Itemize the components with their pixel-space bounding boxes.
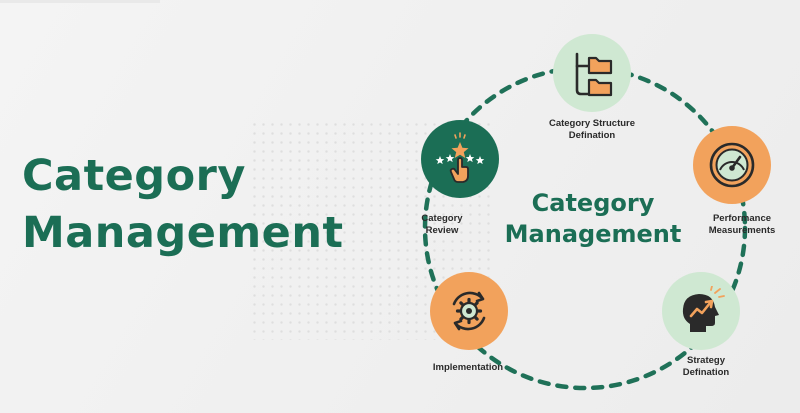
step-node-structure [553,34,631,112]
gauge-icon [709,142,755,188]
step-node-implementation [430,272,508,350]
step-node-review [421,120,499,198]
step-label-review: Category Review [421,213,463,236]
folder-tree-icon [575,52,613,97]
top-accent-bar [0,0,160,3]
main-title-line2: Management [22,208,344,258]
step-label-structure: Category Structure Defination [548,118,636,141]
gear-cycle-icon [452,291,486,331]
center-title-line1: Category [531,189,655,217]
step-label-performance: Performance Measurements [708,213,776,236]
step-node-strategy [662,272,740,350]
step-node-performance [693,126,771,204]
step-label-strategy: Strategy Defination [682,355,730,378]
step-label-implementation: Implementation [432,362,504,373]
center-title: Category Management [498,188,688,250]
main-title-line1: Category [22,151,246,201]
center-title-line2: Management [504,220,682,248]
head-growth-icon [682,286,725,332]
star-rating-hand-icon [435,132,485,183]
main-title: Category Management [22,148,344,262]
